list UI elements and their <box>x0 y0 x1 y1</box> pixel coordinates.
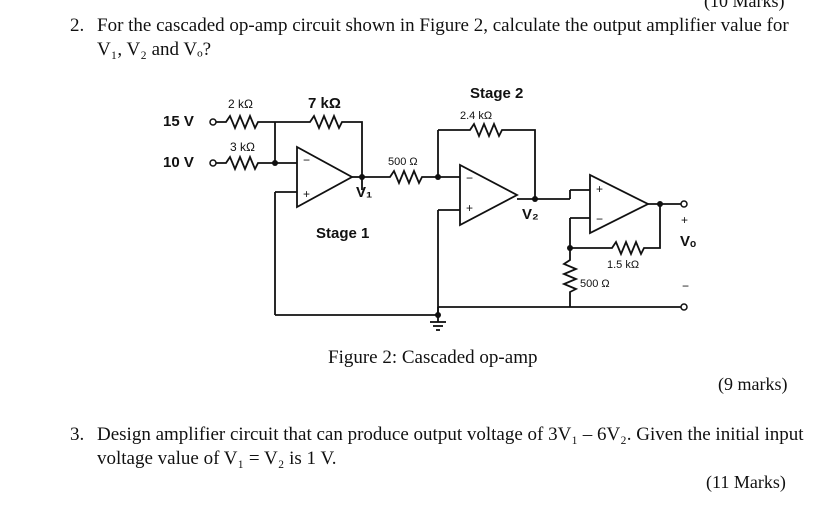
resistor-2k <box>216 113 275 131</box>
vo-minus-sign: − <box>682 279 689 293</box>
resistor-500-stage2 <box>362 168 460 186</box>
resistor-2-4k <box>438 121 536 199</box>
resistor-1-5k-label: 1.5 kΩ <box>607 259 639 271</box>
previous-question-marks: (10 Marks) <box>704 0 785 11</box>
figure-caption: Figure 2: Cascaded op-amp <box>328 347 538 368</box>
terminal-vo-minus <box>680 303 688 311</box>
resistor-3k <box>216 154 275 172</box>
resistor-2-4k-label: 2.4 kΩ <box>460 110 492 122</box>
op-amp1-plus: + <box>303 187 310 201</box>
question-3-text-line2: voltage value of V₁ = V₂ is 1 V. <box>97 448 337 469</box>
op-amp-stage1 <box>296 145 354 209</box>
resistor-500-stage3-label: 500 Ω <box>580 278 610 290</box>
stage1-label: Stage 1 <box>316 225 369 242</box>
resistor-500-stage3 <box>561 248 579 307</box>
resistor-3k-label: 3 kΩ <box>230 140 255 154</box>
question-3-number: 3. <box>70 424 85 445</box>
terminal-10v <box>209 159 217 167</box>
question-2-text-line1: For the cascaded op-amp circuit shown in… <box>97 15 789 36</box>
op-amp2-plus: + <box>466 201 473 215</box>
op-amp3-minus: − <box>596 212 603 226</box>
v1-node-label: V₁ <box>356 184 372 201</box>
op-amp-stage3 <box>589 173 651 235</box>
question-2-text-line2: V₁, V₂ and Vₒ? <box>97 39 212 60</box>
resistor-2k-label: 2 kΩ <box>228 97 253 111</box>
resistor-1-5k <box>570 204 661 257</box>
resistor-500-stage2-label: 500 Ω <box>388 156 418 168</box>
question-3-marks: (11 Marks) <box>706 472 786 492</box>
vo-plus-sign: + <box>681 213 688 227</box>
question-3-text-line1: Design amplifier circuit that can produc… <box>97 424 804 445</box>
question-2-number: 2. <box>70 15 85 36</box>
question-2-marks: (9 marks) <box>718 374 788 394</box>
resistor-7k-label: 7 kΩ <box>308 95 341 112</box>
vo-label: Vₒ <box>680 233 696 250</box>
terminal-15v <box>209 118 217 126</box>
op-amp2-minus: − <box>466 171 473 185</box>
stage2-label: Stage 2 <box>470 85 523 102</box>
op-amp1-minus: − <box>303 153 310 167</box>
source-15v-label: 15 V <box>163 113 194 130</box>
resistor-7k <box>275 113 363 190</box>
terminal-vo-plus <box>680 200 688 208</box>
source-10v-label: 10 V <box>163 154 194 171</box>
op-amp3-plus: + <box>596 182 603 196</box>
v2-node-label: V₂ <box>522 206 539 223</box>
op-amp-stage2 <box>459 163 519 227</box>
